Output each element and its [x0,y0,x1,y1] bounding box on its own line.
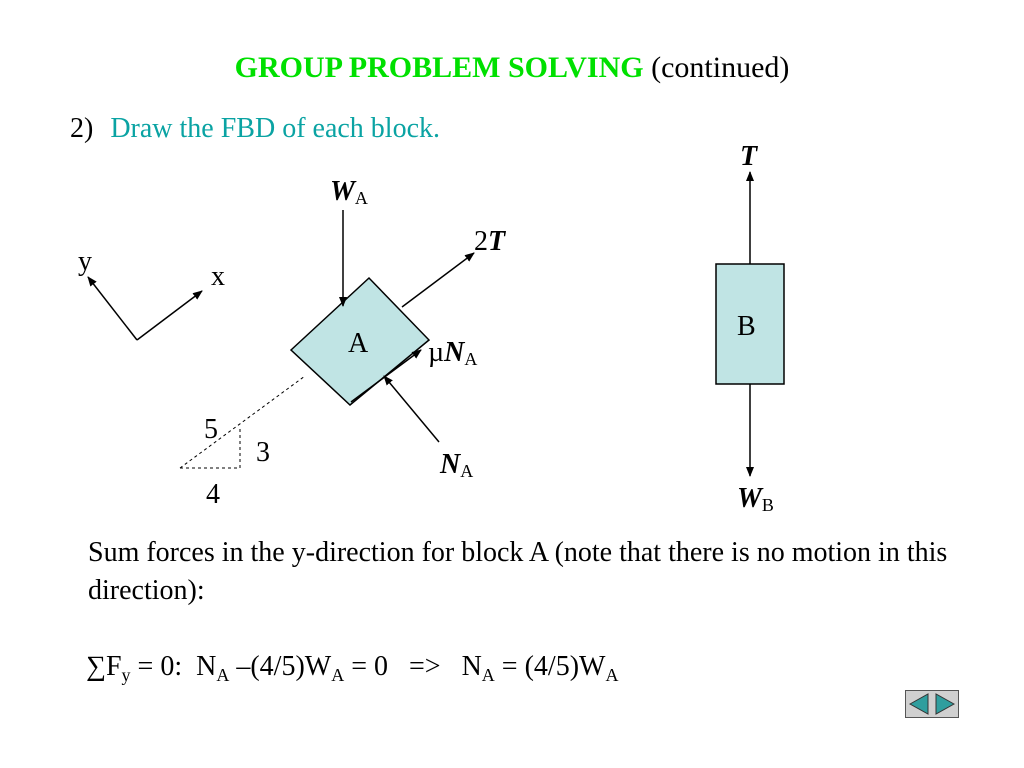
normal-symbol: N [439,449,462,480]
block-b: B T WB [715,141,785,515]
x-axis-label: x [211,261,225,292]
eqn-part2: –(4/5)W [229,651,332,682]
title-main: GROUP PROBLEM SOLVING [234,51,644,84]
normal-arrow [383,375,440,443]
weight-a-sub: A [355,188,368,208]
block-a: A WA 2T µNA NA [289,176,507,481]
step-instruction: 2) Draw the FBD of each block. [70,112,440,146]
equation: ∑Fy = 0: NA –(4/5)WA = 0 => NA = (4/5)WA [86,650,618,684]
tension-b-label: T [740,141,759,172]
title-sub: (continued) [651,51,790,84]
slope-hyp-label: 5 [204,414,218,445]
next-slide-button[interactable] [932,691,958,717]
coordinate-axes: y x [78,246,225,341]
eqn-part1: = 0: N [130,651,217,682]
right-arrow-icon [935,693,956,715]
friction-mu: µ [428,337,444,368]
normal-sub: A [460,461,473,481]
weight-a-label: WA [330,176,368,208]
weight-b-label: WB [737,483,774,515]
weight-a-symbol: W [330,176,357,207]
weight-b-sub: B [762,495,774,515]
eqn-f-sub: y [121,665,131,685]
step-text: Draw the FBD of each block. [110,113,441,144]
eqn-na-sub2: A [481,665,495,685]
normal-label: NA [439,449,473,481]
slope-triangle: 5 3 4 [179,375,306,510]
friction-label: µNA [428,337,477,369]
incline-dashed-line [179,375,306,469]
prev-slide-button[interactable] [906,691,932,717]
friction-symbol: N [443,337,466,368]
eqn-part3: = 0 => N [344,651,482,682]
tension-a-symbol: T [488,226,507,257]
instruction-paragraph: Sum forces in the y-direction for block … [88,537,948,606]
x-axis-line [136,290,203,341]
slope-rise-label: 3 [256,437,270,468]
y-axis-label: y [78,246,92,277]
eqn-wa-sub2: A [605,665,619,685]
eqn-f: F [105,651,122,682]
eqn-wa-sub1: A [331,665,345,685]
slide-title: GROUP PROBLEM SOLVING (continued) [0,50,1024,86]
eqn-part4: = (4/5)W [494,651,606,682]
block-a-label: A [348,328,369,359]
left-arrow-icon [908,693,929,715]
friction-sub: A [464,349,477,369]
tension-a-arrow [401,252,475,308]
sigma-symbol: ∑ [86,651,106,682]
slide-navigation [905,690,959,718]
block-b-label: B [737,311,756,342]
eqn-na-sub1: A [216,665,230,685]
tension-a-label: 2T [474,226,507,257]
slope-run-label: 4 [206,479,220,510]
step-number: 2) [70,113,94,144]
weight-b-symbol: W [737,483,764,514]
y-axis-line [87,276,138,341]
tension-a-coef: 2 [474,226,488,257]
